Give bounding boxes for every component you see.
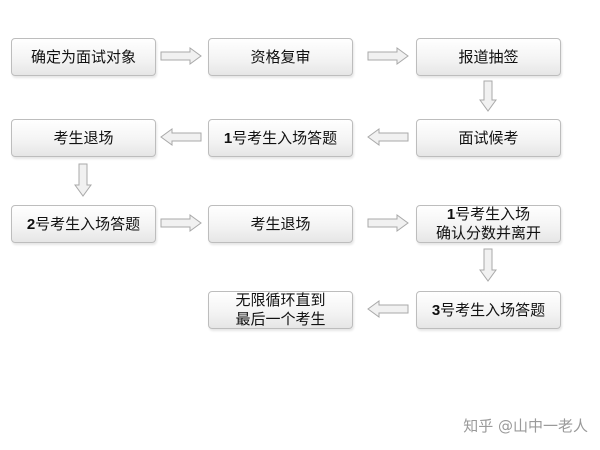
- step-candidate-2-answer: 2号考生入场答题: [11, 205, 156, 243]
- step-label: 1号考生入场答题: [223, 128, 338, 147]
- arrow-right-icon: [160, 47, 202, 65]
- step-qualification-review: 资格复审: [208, 38, 353, 76]
- step-label: 1号考生入场确认分数并离开: [435, 205, 541, 242]
- candidate-number: 1: [223, 129, 233, 147]
- step-label: 考生退场: [53, 128, 114, 147]
- step-label: 无限循环直到最后一个考生: [235, 291, 326, 328]
- arrow-left-icon: [367, 300, 409, 318]
- step-label: 确定为面试对象: [30, 47, 136, 66]
- arrow-left-icon: [367, 128, 409, 146]
- arrow-down-icon: [479, 248, 497, 282]
- step-candidate-exit-1: 考生退场: [11, 119, 156, 157]
- step-label: 3号考生入场答题: [431, 300, 546, 319]
- step-label: 2号考生入场答题: [26, 214, 141, 233]
- arrow-down-icon: [479, 80, 497, 112]
- arrow-right-icon: [367, 214, 409, 232]
- candidate-number: 2: [26, 215, 36, 233]
- step-candidate-exit-2: 考生退场: [208, 205, 353, 243]
- candidate-number: 3: [431, 301, 441, 319]
- step-candidate-1-answer: 1号考生入场答题: [208, 119, 353, 157]
- step-label: 资格复审: [250, 47, 311, 66]
- step-candidate-3-answer: 3号考生入场答题: [416, 291, 561, 329]
- step-confirm-interviewee: 确定为面试对象: [11, 38, 156, 76]
- candidate-number: 1: [446, 206, 456, 223]
- step-interview-waiting: 面试候考: [416, 119, 561, 157]
- arrow-right-icon: [367, 47, 409, 65]
- step-label: 报道抽签: [458, 47, 519, 66]
- step-candidate-1-confirm-score: 1号考生入场确认分数并离开: [416, 205, 561, 243]
- watermark: 知乎 @山中一老人: [463, 417, 588, 435]
- arrow-down-icon: [74, 163, 92, 197]
- step-label: 考生退场: [250, 214, 311, 233]
- step-loop-until-last: 无限循环直到最后一个考生: [208, 291, 353, 329]
- step-label: 面试候考: [458, 128, 519, 147]
- arrow-left-icon: [160, 128, 202, 146]
- arrow-right-icon: [160, 214, 202, 232]
- step-report-draw-lots: 报道抽签: [416, 38, 561, 76]
